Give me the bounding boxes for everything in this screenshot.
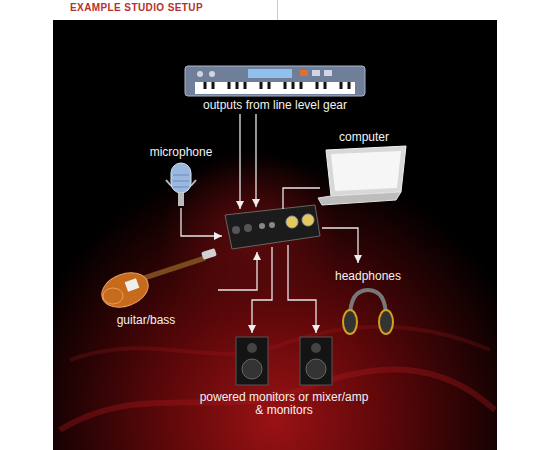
glow xyxy=(53,20,497,450)
monitors-label: powered monitors or mixer/amp & monitors xyxy=(199,391,369,417)
computer-label: computer xyxy=(339,131,389,144)
microphone-label: microphone xyxy=(150,146,213,159)
laptop-icon xyxy=(318,146,406,205)
speaker-icon xyxy=(300,337,332,385)
header-divider xyxy=(277,0,278,20)
gear-label: outputs from line level gear xyxy=(203,99,347,112)
keyboard xyxy=(185,66,365,96)
dark-panel xyxy=(53,20,497,450)
guitar-icon xyxy=(97,248,217,313)
speaker-icon xyxy=(236,337,268,385)
smoke-wisp xyxy=(60,370,495,430)
microphone-icon xyxy=(166,163,196,206)
headphones-label: headphones xyxy=(335,270,401,283)
headphones-icon xyxy=(343,290,393,334)
page-title: EXAMPLE STUDIO SETUP xyxy=(70,2,203,13)
smoke-wisp xyxy=(70,327,490,360)
audio-interface xyxy=(225,205,320,249)
guitar-label: guitar/bass xyxy=(117,314,176,327)
